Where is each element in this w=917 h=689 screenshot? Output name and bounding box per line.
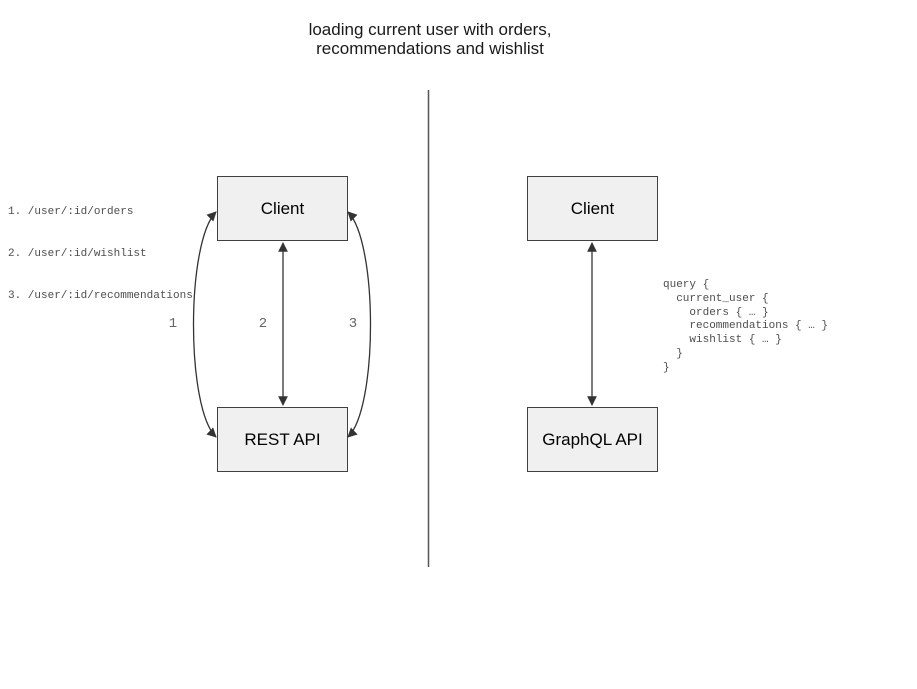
arrow-label-1: 1 (168, 316, 178, 332)
rest-arrow-1 (192, 211, 217, 438)
rest-endpoint-list: 1. /user/:id/orders 2. /user/:id/wishlis… (8, 177, 193, 331)
rest-api-label: REST API (244, 429, 321, 449)
rest-client-box: Client (217, 176, 348, 241)
graphql-client-label: Client (570, 198, 615, 218)
query-line: current_user { (663, 292, 769, 305)
graphql-api-box: GraphQL API (527, 407, 658, 472)
query-line: } (663, 347, 683, 360)
arrow-label-3: 3 (348, 316, 358, 332)
title-line-1: loading current user with orders, (308, 20, 552, 39)
endpoint-item: 2. /user/:id/wishlist (8, 248, 147, 260)
query-line: recommendations { … } (663, 320, 829, 333)
rest-client-label: Client (260, 198, 305, 218)
query-line: wishlist { … } (663, 334, 782, 347)
rest-api-box: REST API (217, 407, 348, 472)
graphql-api-label: GraphQL API (542, 429, 643, 449)
query-line: orders { … } (663, 306, 769, 319)
title-line-2: recommendations and wishlist (316, 39, 544, 58)
arrow-label-2: 2 (258, 316, 268, 332)
graphql-query-snippet: query { current_user { orders { … } reco… (663, 279, 828, 376)
query-line: } (663, 361, 670, 374)
diagram-title: loading current user with orders, recomm… (0, 20, 860, 58)
endpoint-item: 3. /user/:id/recommendations (8, 290, 193, 302)
query-line: query { (663, 279, 710, 291)
endpoint-item: 1. /user/:id/orders (8, 206, 134, 218)
graphql-client-box: Client (527, 176, 658, 241)
